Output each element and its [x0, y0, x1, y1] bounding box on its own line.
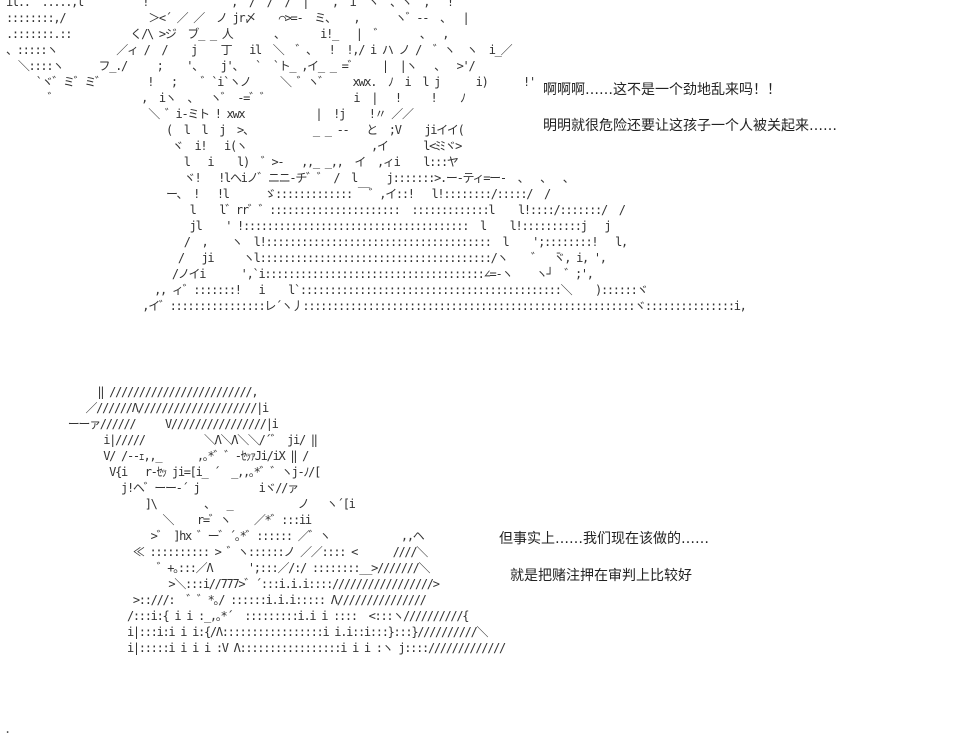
corner-mark: . [4, 722, 12, 736]
ascii-art-bottom-figure: ‖ ////////////////////////, ／//////Λ////… [67, 385, 507, 655]
ascii-art-top-figure: il.. .....,l ! , / / / | ̄ , i ヽ 、ヽ , ! … [6, 0, 747, 313]
caption-bottom-line-1: 但事实上……我们现在该做的…… [499, 531, 709, 547]
caption-bottom-line-2: 就是把赌注押在审判上比较好 [510, 568, 692, 584]
caption-top-line-2: 明明就很危险还要让这孩子一个人被关起来…… [543, 118, 837, 134]
caption-top-line-1: 啊啊啊……这不是一个劲地乱来吗！！ [543, 82, 781, 98]
